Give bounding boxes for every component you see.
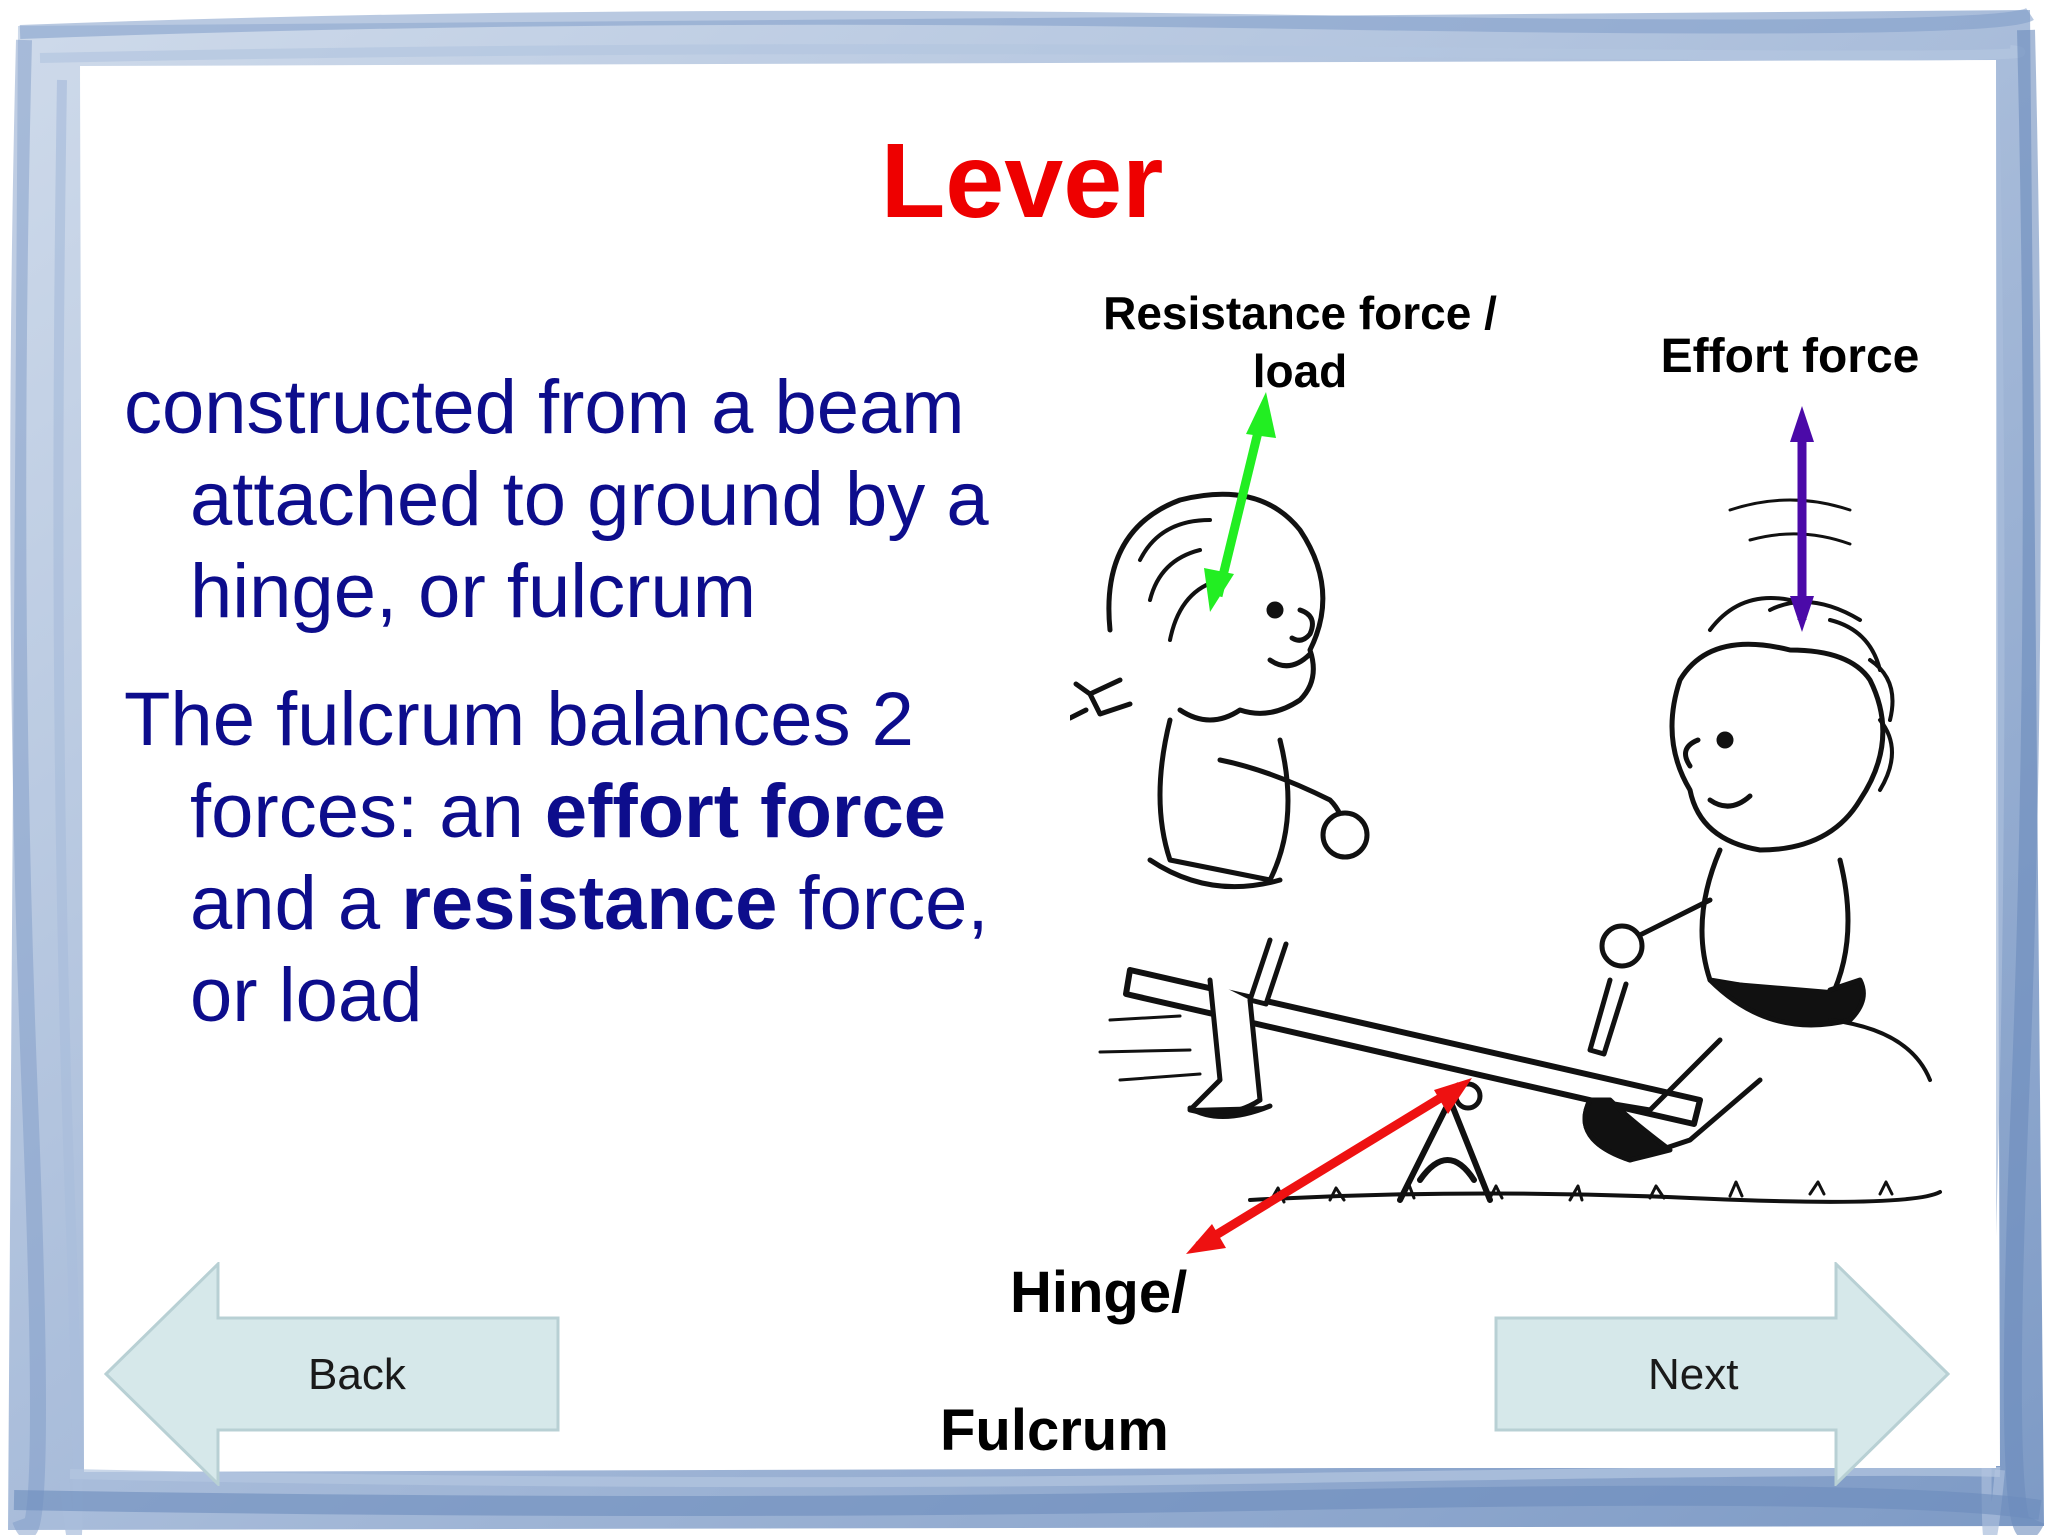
paragraph-forces-text-2: and a (190, 861, 402, 946)
fulcrum-label: Fulcrum (940, 1398, 1169, 1463)
paragraph-forces-text-3: force, or load (190, 861, 989, 1038)
paragraph-definition-text: constructed from a beam attached to grou… (124, 365, 989, 634)
slide-title-text: Lever (880, 122, 1164, 240)
seesaw-illustration (1070, 392, 1942, 1254)
effort-force-term: effort force (544, 769, 946, 854)
paragraph-forces: The fulcrum balances 2 forces: an effort… (124, 674, 1004, 1042)
effort-arrow (1790, 406, 1814, 632)
hinge-label: Hinge/ (1010, 1260, 1188, 1325)
resistance-force-label: Resistance force / load (1103, 287, 1497, 397)
body-text: constructed from a beam attached to grou… (124, 362, 1004, 1042)
paragraph-definition: constructed from a beam attached to grou… (124, 362, 1004, 638)
resistance-arrow (1204, 392, 1276, 612)
next-button-label: Next (1648, 1350, 1739, 1399)
back-arrow-icon (104, 1262, 560, 1486)
paragraph-forces-text-1: The fulcrum balances 2 forces: an (124, 677, 914, 854)
back-button-label: Back (308, 1350, 406, 1399)
next-arrow-icon (1494, 1262, 1950, 1486)
resistance-term: resistance (401, 861, 778, 946)
back-button[interactable]: Back (104, 1262, 560, 1486)
fulcrum-arrow (1186, 1078, 1472, 1254)
effort-force-label: Effort force (1660, 330, 1920, 383)
slide-title: Lever (0, 128, 2046, 234)
next-button[interactable]: Next (1494, 1262, 1950, 1486)
